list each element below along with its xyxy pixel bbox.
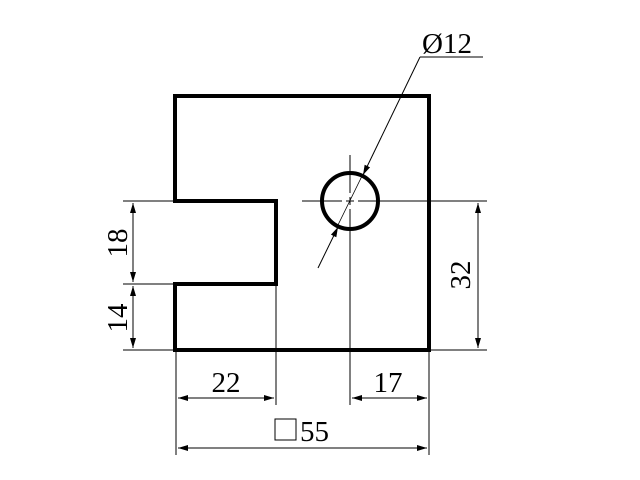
dim-text-18: 18 — [102, 229, 134, 258]
dim-text-diameter: Ø12 — [422, 28, 472, 60]
dim-text-55: 55 — [300, 416, 329, 448]
diameter-leader — [362, 56, 421, 176]
dim-text-32: 32 — [445, 261, 477, 290]
part-outline — [173, 94, 431, 352]
dim-text-17: 17 — [374, 367, 403, 399]
square-symbol-icon — [274, 418, 297, 441]
extension-lines — [123, 200, 487, 455]
diameter-leader-lower — [317, 226, 339, 269]
dim-text-14: 14 — [102, 303, 134, 333]
dim-text-22: 22 — [212, 367, 241, 399]
center-lines — [302, 155, 487, 405]
diameter-leader-through — [336, 175, 363, 228]
